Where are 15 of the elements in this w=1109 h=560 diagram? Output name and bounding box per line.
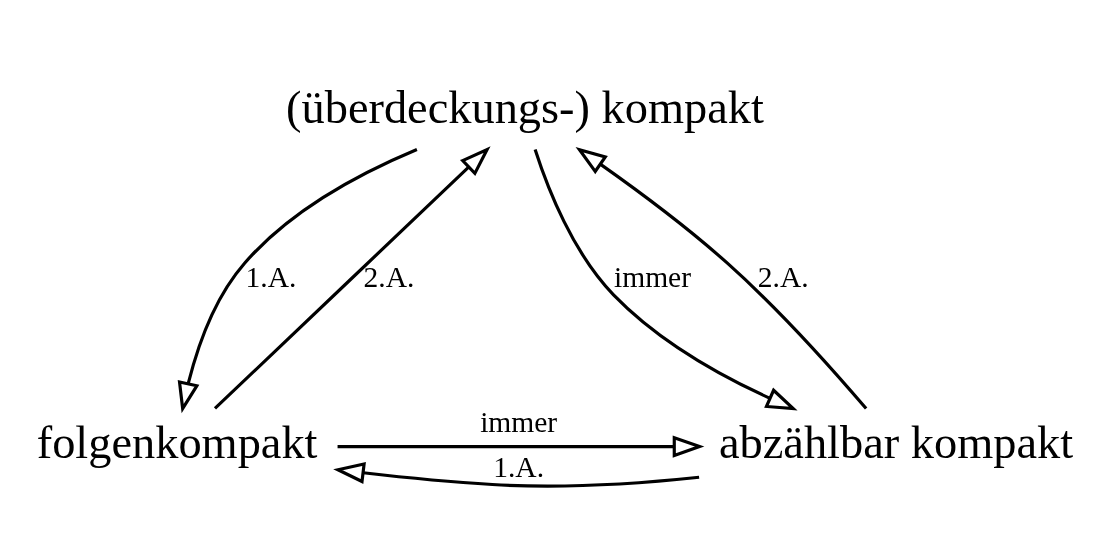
arrow [213, 146, 491, 410]
arrow [337, 435, 705, 458]
arrow [575, 146, 868, 410]
edge-label: immer [480, 406, 558, 439]
node-text: abzählbar kompakt [718, 417, 1074, 469]
node-text: (überdeckungs-) kompakt [286, 82, 764, 134]
node-text: folgenkompakt [36, 417, 318, 469]
edge-label: 2.A. [363, 260, 415, 293]
edge-label: immer [614, 260, 692, 293]
edge-label: 1.A. [493, 450, 545, 483]
edge-label: 2.A. [757, 260, 809, 293]
arrow [533, 148, 798, 411]
edge-label: 1.A. [245, 260, 297, 293]
arrow [177, 148, 418, 414]
arrow [333, 461, 700, 488]
